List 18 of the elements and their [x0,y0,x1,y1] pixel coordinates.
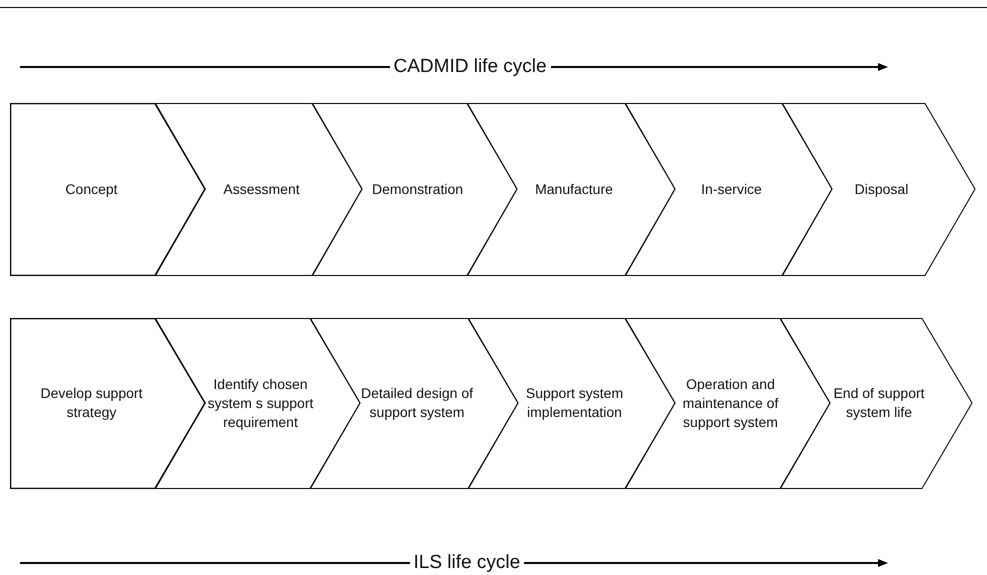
life-cycle-label: ILS life cycle [410,552,524,574]
chevron-step [10,103,206,276]
step-label: Assessment [223,180,300,198]
chevron-step [782,103,976,276]
step-label: Operation and maintenance of support system [682,374,780,432]
chevron-step [780,318,973,489]
step-label: Disposal [854,180,908,198]
step-label: Develop support strategy [40,384,144,422]
step-label: Concept [65,180,118,198]
step-label: Identify chosen system s support requirement [206,374,314,432]
step-label: Detailed design of support system [360,384,474,422]
step-label: End of support system life [832,384,926,422]
chevron-step [10,318,206,489]
step-label: In-service [701,180,762,198]
step-label: Manufacture [535,180,613,198]
step-label: Support system implementation [524,384,624,422]
step-label: Demonstration [372,180,464,198]
life-cycle-label: CADMID life cycle [390,56,551,78]
